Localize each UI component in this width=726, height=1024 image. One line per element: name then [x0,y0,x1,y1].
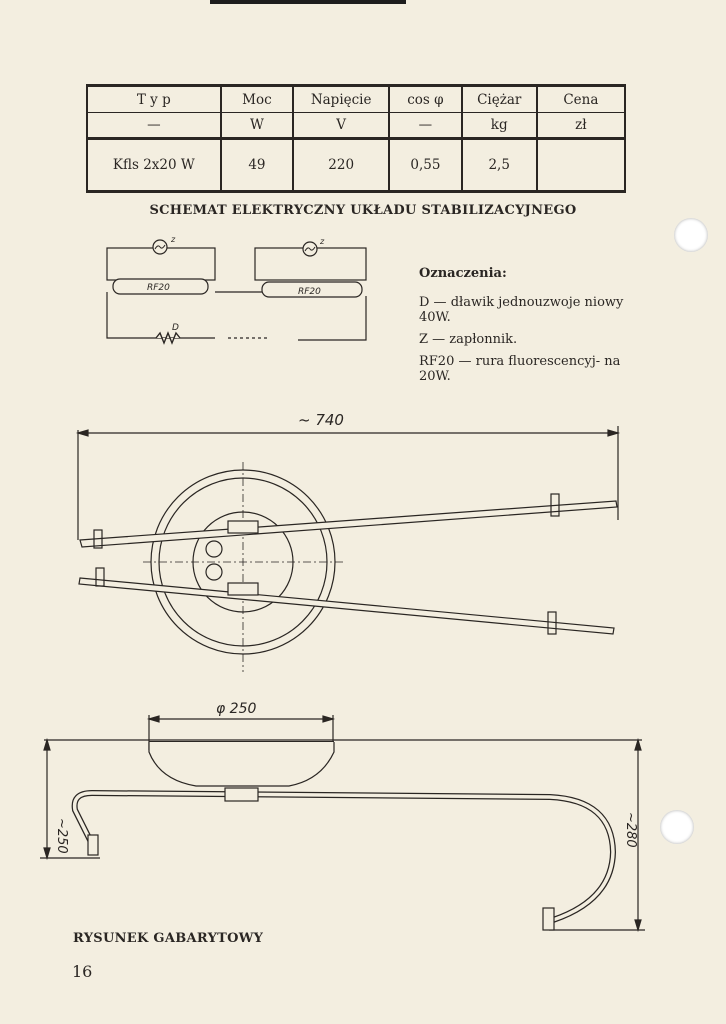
specification-table: T y p Moc Napięcie cos φ Ciężar Cena — W… [86,84,627,193]
data-cell [535,138,627,193]
header-cell: Napięcie [292,84,391,113]
drawing-title: RYSUNEK GABARYTOWY [73,931,264,946]
unit-cell: — [388,112,463,140]
starter-label-right: z [319,237,325,246]
tube-label-left: RF20 [147,283,170,293]
schematic-left-circuit [106,239,262,345]
punch-hole-top [674,218,708,252]
schematic-title: SCHEMAT ELEKTRYCZNY UKŁADU STABILIZACYJN… [149,203,577,218]
data-cell: 49 [219,138,295,193]
scan-edge-strip [210,0,406,4]
side-view [40,715,645,933]
header-cell: cos φ [388,84,463,113]
header-cell: Ciężar [460,84,538,113]
tube-label-right: RF20 [298,287,321,297]
page-number: 16 [72,962,93,981]
punch-hole-bottom [660,810,694,844]
data-cell: 0,55 [388,138,463,193]
unit-cell: W [219,112,295,140]
legend-heading: Oznaczenia: [419,266,507,281]
header-cell: Moc [219,84,295,113]
data-cell: 220 [292,138,391,193]
unit-cell: V [292,112,391,140]
dimension-length: ~ 740 [298,411,344,429]
unit-cell: zł [535,112,627,140]
top-view [75,426,621,672]
legend-item: D — dławik jednouzwoje niowy 40W. [419,295,624,325]
header-cell: Cena [535,84,627,113]
dimension-diameter: φ 250 [216,701,257,717]
unit-cell: — [86,112,222,140]
data-cell: Kfls 2x20 W [86,138,222,193]
table-units-row: — W V — kg zł [86,112,627,140]
legend-item: RF20 — rura fluorescencyj- na 20W. [419,354,621,384]
unit-cell: kg [460,112,538,140]
data-cell: 2,5 [460,138,538,193]
dimension-right-height: ~280 [623,812,638,848]
legend-item: Z — zapłonnik. [419,332,518,347]
schematic-right-circuit [228,241,367,341]
legend: Oznaczenia: D — dławik jednouzwoje niowy… [419,266,624,391]
header-cell: T y p [86,84,222,113]
starter-label-left: z [170,235,176,244]
choke-label: D [172,323,179,333]
dimension-left-height: ~250 [54,818,69,854]
table-row: Kfls 2x20 W 49 220 0,55 2,5 [86,138,627,193]
table-header-row: T y p Moc Napięcie cos φ Ciężar Cena [86,84,627,113]
